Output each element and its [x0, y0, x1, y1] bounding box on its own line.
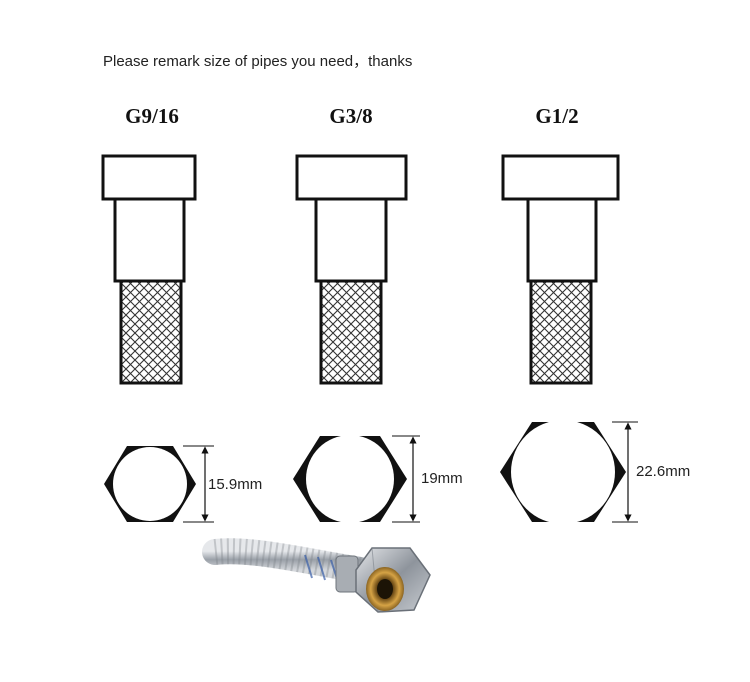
hex-nut-icon [293, 435, 420, 523]
diameter-label-g1-2: 22.6mm [636, 463, 691, 480]
diameter-label-g3-8: 19mm [421, 470, 463, 487]
pipe-fitting-icon [501, 154, 620, 385]
instruction-note: Please remark size of pipes you need，tha… [103, 53, 413, 70]
pipe-fitting-icon [101, 154, 197, 385]
size-title-g9-16: G9/16 [125, 104, 179, 128]
pipe-fitting-icon [295, 154, 408, 385]
size-title-g3-8: G3/8 [329, 104, 373, 128]
hex-nut-icon [500, 420, 638, 524]
diameter-label-g9-16: 15.9mm [208, 476, 263, 493]
size-title-g1-2: G1/2 [535, 104, 579, 128]
hex-nut-icon [104, 445, 214, 523]
hose-photo-icon [202, 538, 431, 613]
